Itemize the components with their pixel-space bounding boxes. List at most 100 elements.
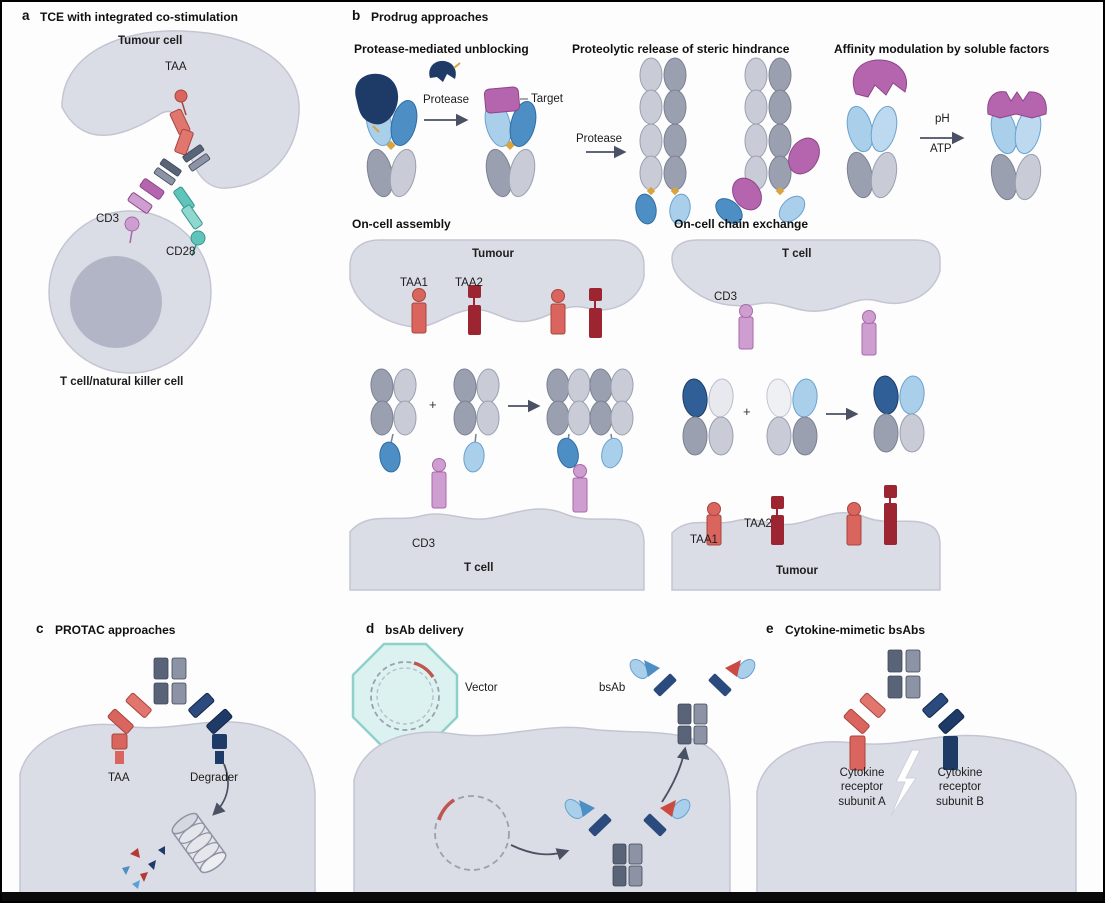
exchange-tumour-shape (671, 512, 941, 591)
receptor-b-icon (943, 736, 958, 770)
t-cell-nucleus (70, 256, 162, 348)
signal-lightning-icon (890, 749, 921, 817)
half-antibody-light-icon (453, 368, 500, 473)
label-atp: ATP (930, 143, 952, 155)
cd28-receptor-icon (190, 230, 206, 257)
cytokine-mimetic-graphics (756, 649, 1077, 894)
bottom-black-bar (2, 892, 1103, 901)
plus-sign: + (743, 404, 751, 419)
label-cd28: CD28 (166, 246, 196, 258)
soluble-factor-icon (852, 59, 907, 98)
on-cell-assembly-graphics (349, 239, 645, 591)
exchange-tcell-shape (671, 239, 941, 312)
label-exchange-taa1: TAA1 (690, 534, 718, 546)
taa2-receptor-icon (468, 285, 481, 335)
label-assembly-cd3: CD3 (412, 538, 436, 550)
label-protease-1: Protease (423, 94, 470, 106)
cd3-receptor-icon (572, 464, 588, 513)
parent-antibody-dark-icon (682, 378, 734, 456)
protac-bsab-icon (107, 657, 233, 734)
exchanged-bsab-icon (873, 375, 925, 453)
panel-a-letter: a (22, 8, 30, 23)
label-protease-2: Protease (576, 133, 623, 145)
released-bsab-icon (715, 57, 820, 224)
parent-antibody-light-icon (766, 378, 818, 456)
label-exchange-tumour: Tumour (776, 565, 818, 577)
label-target: Target (531, 93, 563, 105)
unblocking-title: Protease-mediated unblocking (354, 42, 529, 56)
label-vector: Vector (465, 682, 498, 694)
panel-d-letter: d (366, 621, 375, 636)
label-taa: TAA (165, 61, 187, 73)
proteasome-icon (171, 812, 227, 874)
tce-antibody-icon (127, 108, 211, 230)
panel-c-title: PROTAC approaches (55, 623, 176, 637)
taa1-receptor-icon (411, 288, 427, 334)
affinity-title: Affinity modulation by soluble factors (834, 42, 1050, 56)
steric-hindrance-graphics (586, 57, 820, 225)
exchange-title: On-cell chain exchange (674, 217, 809, 231)
cytokine-bsab-icon (843, 649, 965, 734)
taa1-receptor-icon (706, 502, 722, 546)
bsab-delivery-graphics (351, 642, 756, 894)
bound-factor-icon (987, 91, 1047, 119)
cd3-receptor-icon (861, 310, 877, 356)
assembly-tcell-shape (349, 508, 645, 591)
taa-receptor-icon (174, 89, 188, 116)
label-receptor-b: Cytokine receptor subunit B (936, 767, 984, 808)
panel-e-letter: e (766, 621, 774, 636)
arrow-translation (510, 844, 570, 861)
affinity-modulation-graphics (846, 59, 1047, 201)
panel-c-letter: c (36, 621, 44, 636)
label-assembly-tumour: Tumour (472, 248, 514, 260)
assembly-title: On-cell assembly (352, 217, 451, 231)
protac-graphics (19, 657, 316, 894)
label-ph: pH (935, 113, 950, 125)
cd3-receptor-icon (738, 304, 754, 350)
arrow-secretion (661, 746, 690, 803)
cytokine-cell-shape (756, 734, 1077, 894)
taa2-receptor-icon (771, 496, 784, 545)
bsab-icon (564, 798, 691, 887)
label-cd3: CD3 (96, 213, 120, 225)
taa2-receptor-icon (884, 485, 897, 545)
panel-b-title: Prodrug approaches (371, 10, 489, 24)
prodrug-unblocking-graphics (355, 60, 537, 198)
taa-receptor-icon (111, 733, 128, 764)
plasmid-icon (434, 795, 510, 871)
panel-b-letter: b (352, 8, 361, 23)
cd3-receptor-icon (431, 458, 447, 509)
half-antibody-dark-icon (370, 368, 417, 473)
label-bsab: bsAb (599, 682, 626, 694)
bsab-icon (629, 658, 756, 745)
panel-a-title: TCE with integrated co-stimulation (40, 10, 239, 24)
label-exchange-taa2: TAA2 (744, 518, 772, 530)
vector-capsid-shape (351, 642, 459, 750)
panel-e-title: Cytokine-mimetic bsAbs (785, 623, 926, 637)
protease-blocker-icon (355, 73, 399, 125)
taa2-receptor-icon (589, 288, 602, 338)
cleaved-blocker-icon (429, 60, 456, 82)
label-assembly-tcell: T cell (464, 562, 494, 574)
steric-title: Proteolytic release of steric hindrance (572, 42, 790, 56)
panel-d-title: bsAb delivery (385, 623, 464, 637)
label-receptor-a: Cytokine receptor subunit A (838, 767, 886, 808)
degraded-fragments-icon (122, 846, 165, 889)
receptor-a-icon (849, 735, 866, 771)
taa1-receptor-icon (846, 502, 862, 546)
vector-dna-icon (370, 661, 440, 731)
label-degrader: Degrader (190, 772, 238, 784)
label-tumour-cell: Tumour cell (118, 35, 183, 47)
taa1-receptor-icon (550, 289, 566, 335)
arrow-degradation (212, 763, 229, 816)
panel-a-graphics (48, 30, 300, 374)
blocked-bsab-icon (635, 57, 691, 225)
degrader-receptor-icon (212, 734, 227, 764)
label-assembly-taa1: TAA1 (400, 277, 428, 289)
assembled-tce-icon (546, 368, 634, 469)
target-shape (483, 86, 521, 114)
label-tcell-nk: T cell/natural killer cell (60, 376, 184, 388)
plus-sign: + (429, 397, 437, 412)
